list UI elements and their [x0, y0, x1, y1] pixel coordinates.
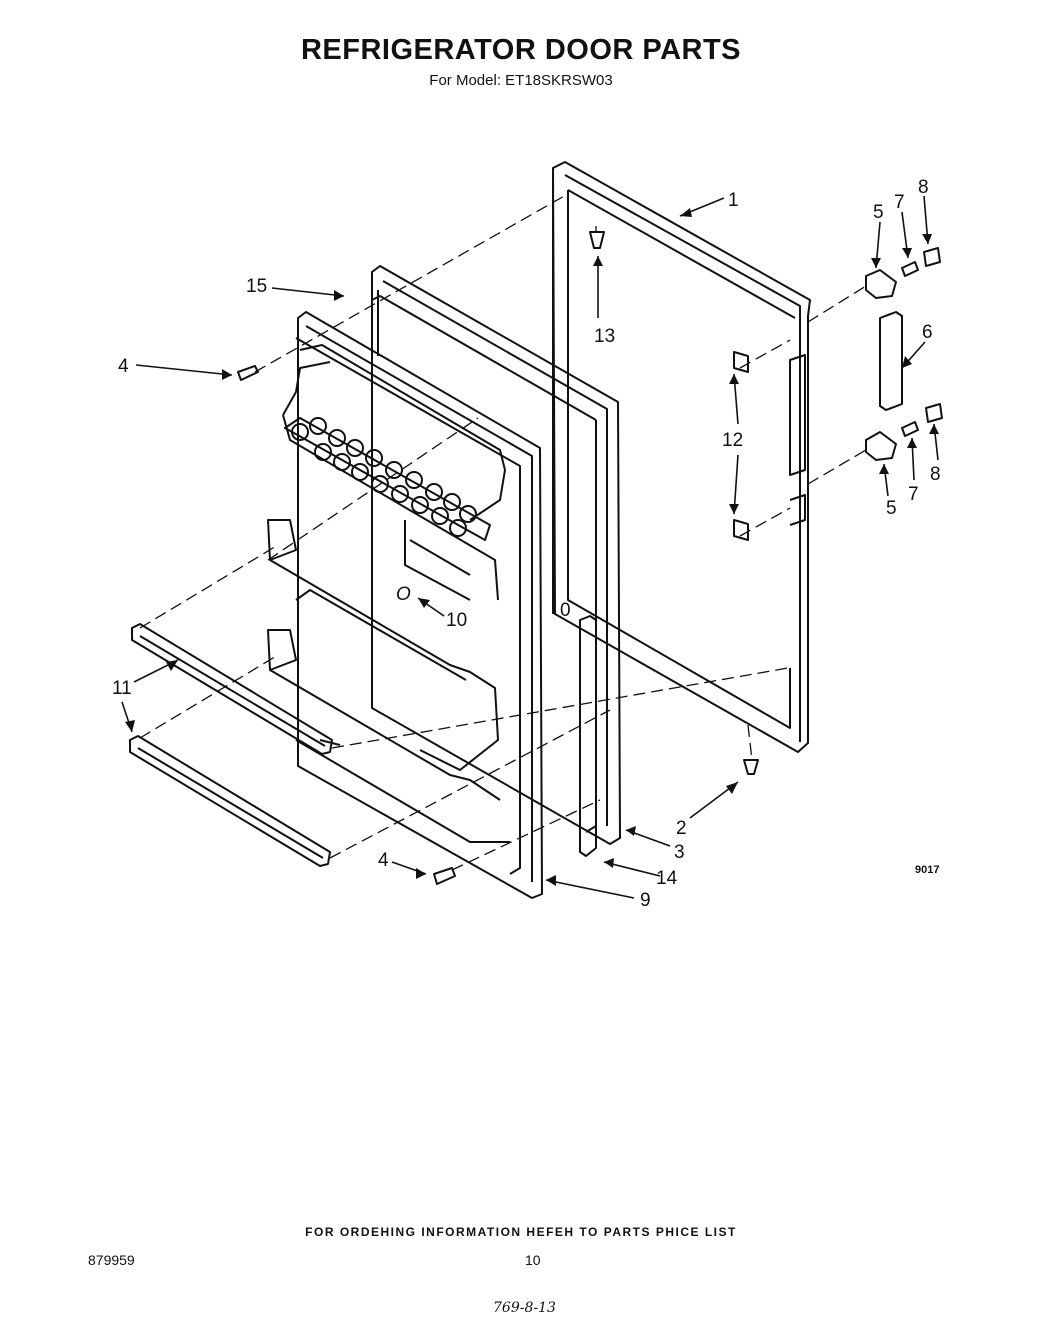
handle-cap-bottom: [925, 403, 943, 423]
clip-marks: O 0: [396, 584, 571, 621]
svg-text:0: 0: [560, 600, 571, 621]
callout-7-top: 7: [894, 192, 905, 213]
callout-4-top: 4: [118, 356, 129, 377]
document-number: 879959: [88, 1252, 135, 1268]
hinge-clip-top: [733, 351, 749, 373]
svg-text:O: O: [396, 584, 411, 605]
callout-8-bottom: 8: [930, 464, 941, 485]
inner-door-liner: [267, 311, 543, 899]
figure-code: 9017: [915, 864, 939, 876]
callout-12: 12: [722, 430, 743, 451]
callout-14: 14: [656, 868, 678, 889]
handle-screw-bottom: [901, 421, 919, 437]
callout-10: 10: [446, 610, 467, 631]
explosion-lines: [139, 194, 867, 871]
leader-lines: [121, 195, 939, 899]
callout-3: 3: [674, 842, 685, 863]
handle-cap-top: [923, 247, 941, 267]
callout-15: 15: [246, 276, 267, 297]
callout-2: 2: [676, 818, 687, 839]
model-subtitle: For Model: ET18SKRSW03: [429, 72, 613, 89]
handle-screw-top: [901, 261, 919, 277]
breaker-strip: [579, 615, 597, 857]
callout-1: 1: [728, 190, 739, 211]
door-stop-bottom: [743, 759, 759, 775]
callout-5-top: 5: [873, 202, 884, 223]
egg-rack: [284, 417, 491, 541]
callout-8-top: 8: [918, 177, 929, 198]
page-number: 10: [525, 1252, 541, 1268]
door-shelf-upper: [131, 623, 333, 755]
screw-bottom: [433, 867, 456, 885]
ordering-note: FOR ORDEHING INFORMATION HEFEH TO PARTS …: [305, 1225, 737, 1239]
door-stop-top: [589, 231, 605, 249]
callout-11: 11: [112, 678, 132, 699]
door-handle-bar: [879, 311, 903, 411]
outer-door-panel: [552, 161, 811, 753]
callout-6: 6: [922, 322, 933, 343]
handwritten-note: 769-8-13: [493, 1300, 556, 1316]
door-shelf-lower: [129, 735, 331, 867]
callout-13: 13: [594, 326, 615, 347]
handle-bracket-bottom: [865, 431, 897, 461]
door-gasket: [371, 265, 621, 845]
callout-7-bottom: 7: [908, 484, 919, 505]
handle-bracket-top: [865, 269, 897, 299]
hinge-clip-bottom: [733, 519, 749, 541]
callout-4-bottom: 4: [378, 850, 389, 871]
page-title: REFRIGERATOR DOOR PARTS: [300, 34, 742, 66]
screw-top: [237, 365, 259, 381]
callout-5-bottom: 5: [886, 498, 897, 519]
arrowheads: [125, 208, 939, 886]
callout-9: 9: [640, 890, 651, 911]
callout-labels: 1 15 4 13 5 7 8 6 12 8 7 5 10 11 2 3 4 1…: [112, 177, 941, 911]
